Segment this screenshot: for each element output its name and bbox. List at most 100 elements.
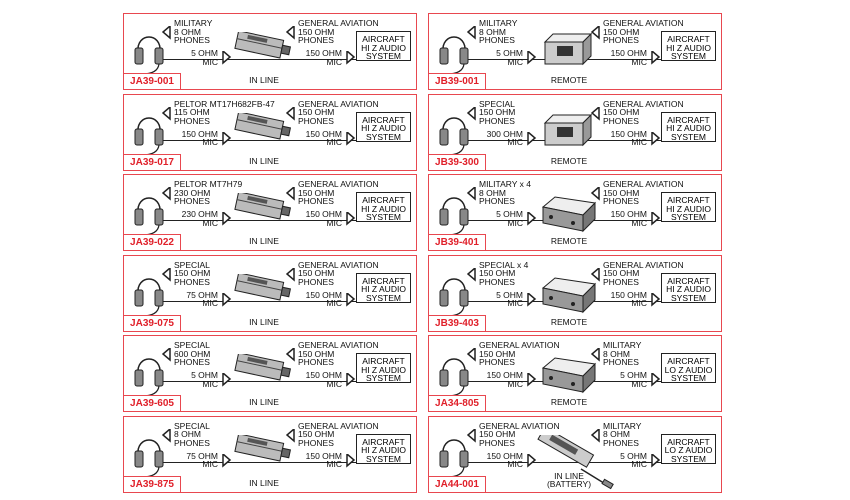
- part-number-label: JA39-875: [123, 475, 181, 493]
- headset-mic-label: 5 OHM MIC: [191, 48, 218, 67]
- adapter-device-icon: [234, 193, 292, 220]
- part-number-label: JA34-805: [428, 395, 486, 412]
- aircraft-audio-system-box: AIRCRAFT LO Z AUDIO SYSTEM: [661, 433, 716, 464]
- cable-line: [160, 381, 356, 382]
- headset-mic-label: 150 OHM MIC: [486, 450, 523, 469]
- mic-arrow-right-icon: [527, 51, 537, 65]
- aircraft-phones-label: GENERAL AVIATION 150 OHM PHONES: [298, 179, 379, 206]
- headset-phones-label: SPECIAL 150 OHM PHONES: [479, 98, 516, 126]
- aircraft-mic-label: 150 OHM MIC: [610, 128, 647, 147]
- device-type-label: IN LINE: [249, 477, 279, 488]
- phones-arrow-left-icon: [467, 26, 476, 40]
- mic-arrow-right-icon: [527, 131, 537, 146]
- phones-arrow-left-icon: [286, 428, 295, 443]
- aircraft-phones-label: GENERAL AVIATION 150 OHM PHONES: [298, 259, 379, 287]
- aircraft-audio-system-box: AIRCRAFT HI Z AUDIO SYSTEM: [356, 111, 411, 142]
- phones-arrow-left-icon: [591, 106, 600, 121]
- adapter-device-icon: [234, 32, 292, 59]
- phones-arrow-left-icon: [591, 26, 600, 40]
- aircraft-mic-label: 150 OHM MIC: [610, 209, 647, 228]
- headset-icon: [439, 36, 469, 75]
- device-type-label: IN LINE: [249, 75, 279, 85]
- part-number-label: JA39-605: [123, 395, 181, 412]
- aircraft-phones-label: GENERAL AVIATION 150 OHM PHONES: [298, 18, 379, 45]
- mic-arrow-right-icon: [651, 131, 661, 146]
- aircraft-mic-label: 150 OHM MIC: [305, 128, 342, 147]
- device-type-label: REMOTE: [550, 75, 588, 85]
- phones-arrow-left-icon: [286, 106, 295, 121]
- mic-arrow-right-icon: [527, 212, 537, 226]
- headset-phones-label: GENERAL AVIATION 150 OHM PHONES: [479, 340, 560, 367]
- aircraft-mic-label: 150 OHM MIC: [610, 48, 647, 67]
- headset-phones-label: SPECIAL x 4 150 OHM PHONES: [479, 259, 529, 287]
- device-type-label: REMOTE: [550, 397, 588, 407]
- cable-line: [465, 461, 661, 463]
- device-type-label: REMOTE: [550, 316, 588, 327]
- mic-arrow-right-icon: [651, 51, 661, 65]
- phones-arrow-left-icon: [162, 267, 171, 282]
- aircraft-mic-label: 5 OHM MIC: [620, 370, 647, 389]
- aircraft-audio-system-box: AIRCRAFT HI Z AUDIO SYSTEM: [356, 192, 411, 222]
- part-number-label: JA39-017: [123, 153, 181, 171]
- device-type-label: IN LINE (BATTERY): [546, 470, 592, 489]
- headset-phones-label: PELTOR MT7H79 230 OHM PHONES: [174, 179, 243, 206]
- aircraft-audio-system-box: AIRCRAFT HI Z AUDIO SYSTEM: [661, 272, 716, 303]
- cable-line: [160, 220, 356, 221]
- part-number-label: JA39-001: [123, 73, 181, 90]
- mic-arrow-right-icon: [346, 51, 356, 65]
- aircraft-audio-system-box: AIRCRAFT HI Z AUDIO SYSTEM: [661, 111, 716, 142]
- aircraft-phones-label: GENERAL AVIATION 150 OHM PHONES: [603, 98, 684, 126]
- phones-arrow-left-icon: [286, 348, 295, 362]
- headset-mic-label: 5 OHM MIC: [496, 209, 523, 228]
- phones-arrow-left-icon: [286, 267, 295, 282]
- phones-arrow-left-icon: [162, 187, 171, 201]
- adapter-device-icon: [543, 32, 593, 66]
- phones-arrow-left-icon: [467, 187, 476, 201]
- device-type-label: REMOTE: [550, 236, 588, 246]
- mic-arrow-right-icon: [222, 212, 232, 226]
- mic-arrow-right-icon: [222, 131, 232, 146]
- phones-arrow-left-icon: [591, 428, 600, 443]
- phones-arrow-left-icon: [162, 348, 171, 362]
- aircraft-mic-label: 150 OHM MIC: [305, 370, 342, 389]
- aircraft-audio-system-box: AIRCRAFT HI Z AUDIO SYSTEM: [356, 31, 411, 61]
- mic-arrow-right-icon: [651, 292, 661, 307]
- aircraft-mic-label: 150 OHM MIC: [305, 209, 342, 228]
- device-type-label: IN LINE: [249, 316, 279, 327]
- phones-arrow-left-icon: [591, 187, 600, 201]
- cable-line: [160, 59, 356, 60]
- part-number-label: JB39-300: [428, 153, 486, 171]
- headset-icon: [134, 358, 164, 397]
- headset-phones-label: PELTOR MT17H682FB-47 115 OHM PHONES: [174, 98, 275, 126]
- part-number-label: JA39-022: [123, 234, 181, 251]
- part-number-label: JA39-075: [123, 314, 181, 332]
- aircraft-mic-label: 150 OHM MIC: [305, 450, 342, 469]
- aircraft-mic-label: 5 OHM MIC: [620, 450, 647, 469]
- adapter-device-icon: [234, 112, 292, 140]
- device-type-label: IN LINE: [249, 155, 279, 166]
- phones-arrow-left-icon: [162, 26, 171, 40]
- adapter-device-icon: [541, 276, 597, 313]
- headset-phones-label: SPECIAL 8 OHM PHONES: [174, 420, 210, 448]
- mic-arrow-right-icon: [222, 51, 232, 65]
- adapter-device-icon: [541, 196, 597, 233]
- headset-phones-label: SPECIAL 600 OHM PHONES: [174, 340, 211, 367]
- aircraft-audio-system-box: AIRCRAFT HI Z AUDIO SYSTEM: [356, 272, 411, 303]
- part-number-label: JB39-403: [428, 314, 486, 332]
- aircraft-mic-label: 150 OHM MIC: [305, 289, 342, 308]
- adapter-device-icon: [234, 273, 292, 301]
- cable-line: [160, 461, 356, 463]
- mic-arrow-right-icon: [346, 131, 356, 146]
- mic-arrow-right-icon: [527, 292, 537, 307]
- phones-arrow-left-icon: [591, 267, 600, 282]
- aircraft-phones-label: GENERAL AVIATION 150 OHM PHONES: [603, 18, 684, 45]
